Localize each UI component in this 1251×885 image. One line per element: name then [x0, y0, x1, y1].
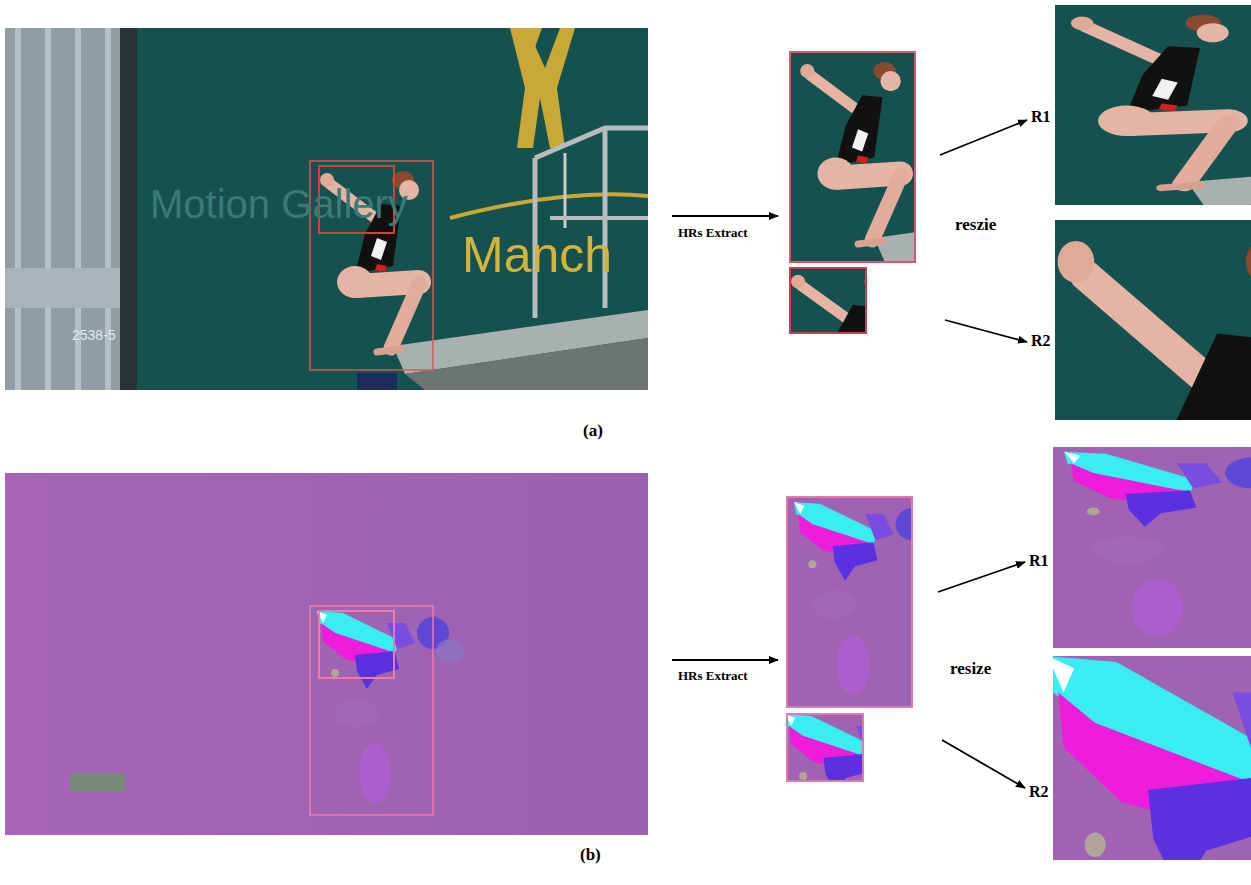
step-label: reszie: [955, 216, 996, 235]
panel-label: (a): [583, 422, 603, 441]
arrow-label: HRs Extract: [678, 669, 748, 683]
frame-number: 2538-5: [72, 328, 116, 343]
watermark: Motion Gallery: [150, 182, 408, 226]
step-label: resize: [950, 660, 991, 679]
region-label: R2: [1029, 783, 1049, 801]
panel-label: (b): [580, 846, 601, 865]
arrow-label: HRs Extract: [678, 226, 748, 240]
banner-text: Manch: [462, 228, 612, 283]
region-label: R1: [1029, 552, 1049, 570]
region-label: R2: [1031, 332, 1051, 350]
region-label: R1: [1031, 108, 1051, 126]
